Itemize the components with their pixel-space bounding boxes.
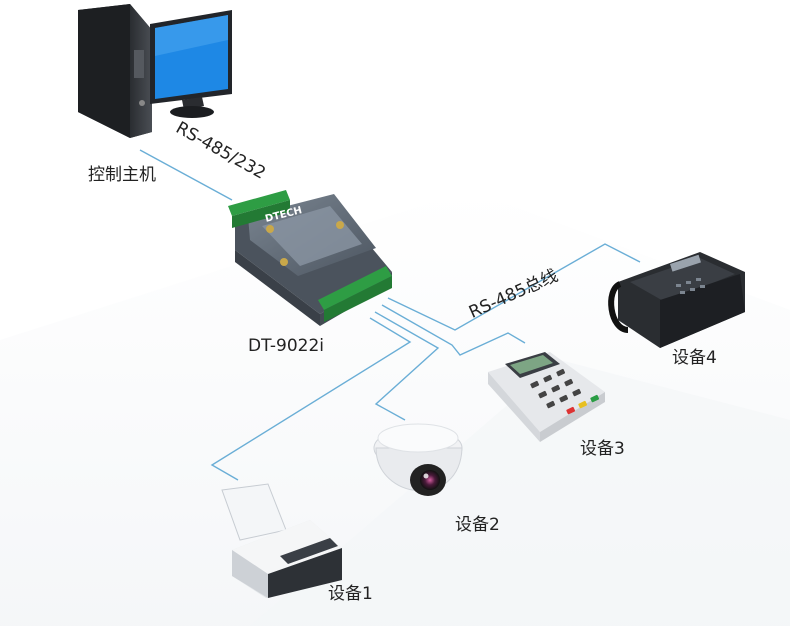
wire-device4 bbox=[387, 243, 641, 331]
wire-device2 bbox=[374, 311, 440, 421]
device2-label: 设备2 bbox=[455, 515, 500, 535]
device3-label: 设备3 bbox=[580, 439, 625, 459]
wire-host-converter bbox=[139, 149, 233, 201]
terminal-block-top bbox=[228, 190, 290, 228]
computer-icon bbox=[78, 4, 232, 138]
host-label: 控制主机 bbox=[88, 165, 156, 185]
wire-device1 bbox=[210, 317, 412, 481]
terminal-block-bottom bbox=[318, 266, 392, 322]
device1-label: 设备1 bbox=[328, 584, 373, 604]
card-terminal-icon bbox=[488, 352, 605, 442]
floor-plane-lower bbox=[250, 360, 790, 626]
converter-icon: DTECH bbox=[228, 190, 392, 326]
printer-icon bbox=[221, 483, 342, 598]
wire-device3 bbox=[381, 304, 526, 356]
converter-label: DT-9022i bbox=[248, 336, 325, 356]
dome-camera-icon bbox=[373, 423, 463, 496]
device4-label: 设备4 bbox=[672, 348, 717, 368]
fax-machine-icon bbox=[608, 252, 745, 348]
wires bbox=[139, 149, 641, 481]
